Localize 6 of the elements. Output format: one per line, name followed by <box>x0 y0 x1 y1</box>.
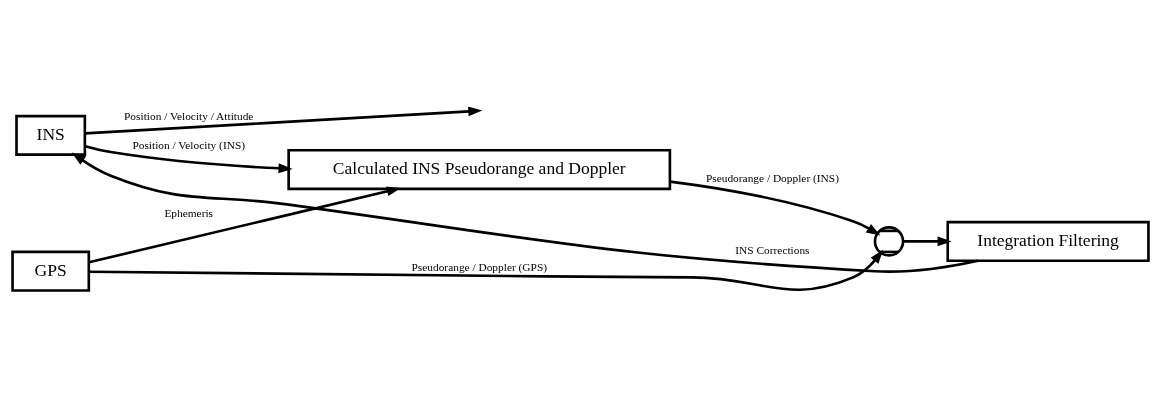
edge-label: Ephemeris <box>164 207 214 220</box>
edge-label: Position / Velocity (INS) <box>132 138 246 151</box>
edge-label: Position / Velocity / Attitude <box>124 109 254 122</box>
edge-label: Pseudorange / Doppler (INS) <box>705 172 839 185</box>
edge-label: Pseudorange / Doppler (GPS) <box>411 260 548 273</box>
edge-label: INS Corrections <box>735 244 810 257</box>
